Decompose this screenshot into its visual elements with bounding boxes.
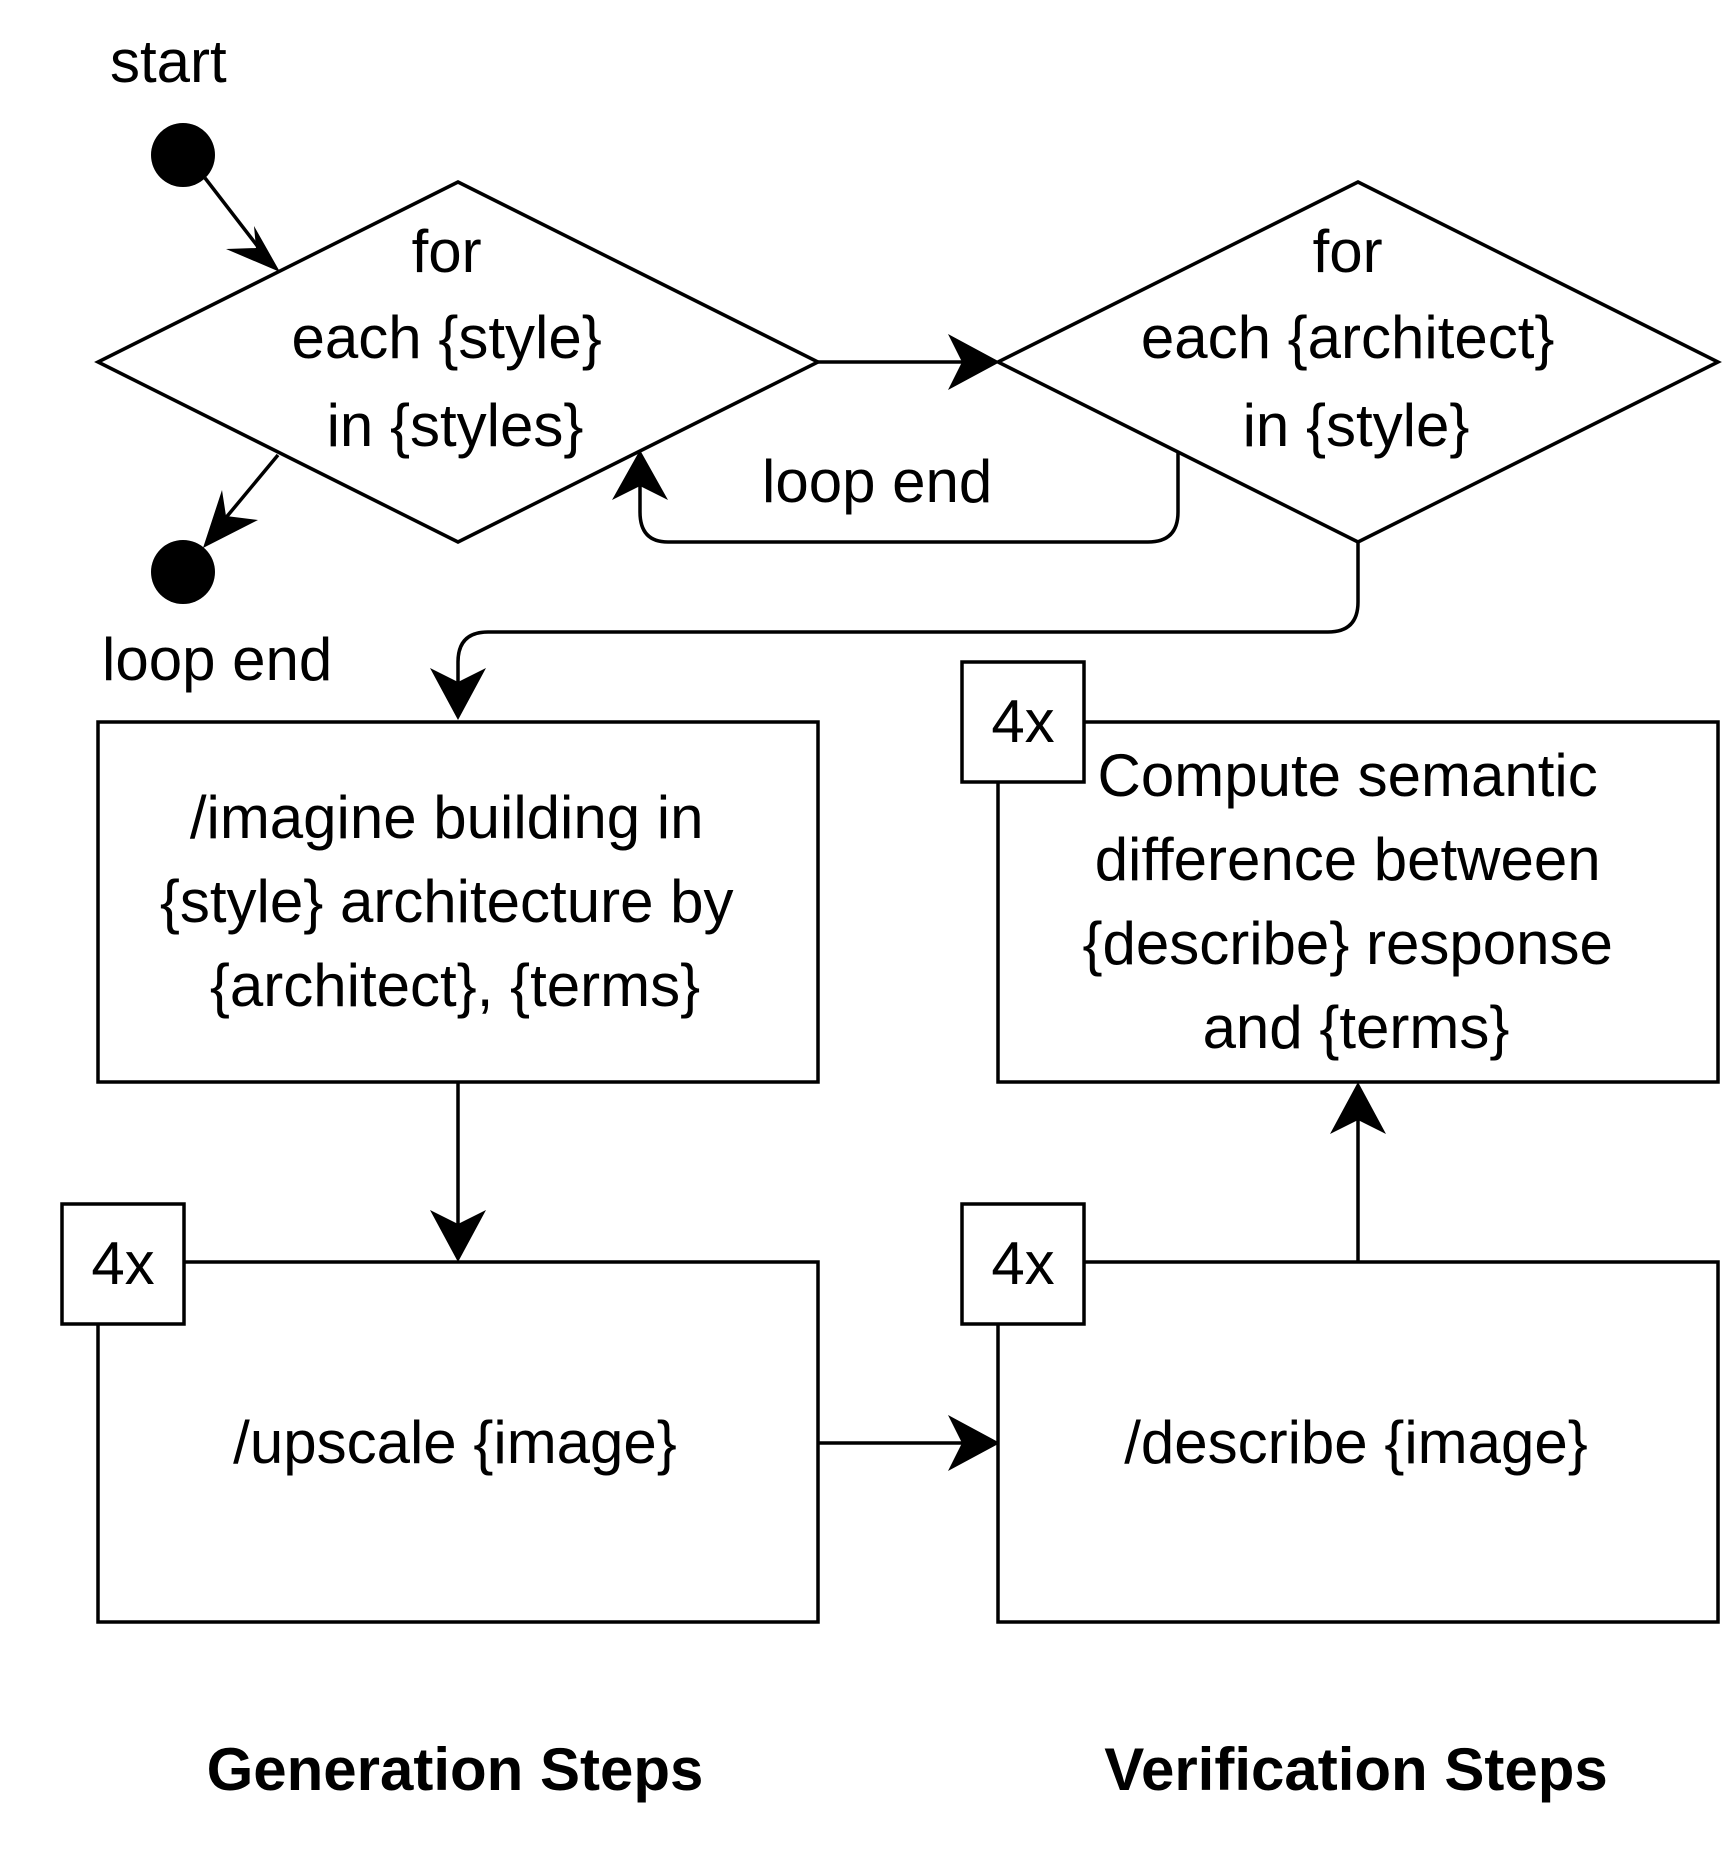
upscale-step-box [96,1260,820,1624]
imagine-line-3: {architect}, {terms} [210,952,700,1019]
imagine-step-text: /imagine building in {style} architectur… [160,784,750,1019]
describe-multiplier-label: 4x [991,1230,1054,1297]
outer-to-end-edge [222,453,280,522]
compute-multiplier-badge [960,660,1086,784]
start-label: start [110,28,227,95]
imagine-line-1: /imagine building in [190,784,704,851]
compute-line-2: difference between [1095,826,1601,893]
end-node [151,540,215,604]
upscale-multiplier-label: 4x [91,1230,154,1297]
start-to-outer-edge [203,176,264,254]
upscale-multiplier-badge [60,1202,186,1326]
outer-to-inner-arrowhead [948,334,1000,390]
imagine-to-upscale-arrowhead [430,1210,486,1262]
compute-line-3: {describe} response [1082,910,1612,977]
compute-step-box [996,720,1720,1084]
generation-steps-caption: Generation Steps [207,1736,704,1803]
compute-line-4: and {terms} [1203,994,1510,1061]
imagine-line-2: {style} architecture by [160,868,734,935]
inner-loop-line-3: in {style} [1243,392,1470,459]
describe-multiplier-badge [960,1202,1086,1326]
compute-multiplier-label: 4x [991,688,1054,755]
describe-to-compute-arrowhead [1330,1082,1386,1134]
outer-loop-decision [94,180,822,544]
inner-loop-line-2: each {architect} [1141,304,1555,371]
inner-loop-end-edge [638,452,1180,544]
upscale-step-label: /upscale {image} [233,1409,677,1476]
outer-loop-line-1: for [412,218,482,285]
verification-steps-caption: Verification Steps [1104,1736,1608,1803]
upscale-to-describe-arrowhead [948,1415,1000,1471]
inner-loop-end-arrowhead [612,450,668,500]
start-to-outer-arrowhead [226,226,280,272]
outer-loop-text: for each {style} in {styles} [292,218,619,459]
imagine-step-box [96,720,820,1084]
inner-to-imagine-arrowhead [430,668,486,720]
outer-loop-line-2: each {style} [292,304,602,371]
compute-line-1: Compute semantic [1098,742,1598,809]
inner-loop-end-label: loop end [762,448,992,515]
inner-loop-line-1: for [1313,218,1383,285]
start-node [151,123,215,187]
outer-to-end-arrowhead [203,490,258,548]
outer-loop-end-label: loop end [102,626,332,693]
compute-step-text: Compute semantic difference between {des… [1082,742,1629,1061]
inner-to-imagine-edge [456,542,1360,690]
describe-step-box [996,1260,1720,1624]
outer-loop-line-3: in {styles} [327,392,584,459]
inner-loop-text: for each {architect} in {style} [1141,218,1571,459]
describe-step-label: /describe {image} [1124,1409,1588,1476]
